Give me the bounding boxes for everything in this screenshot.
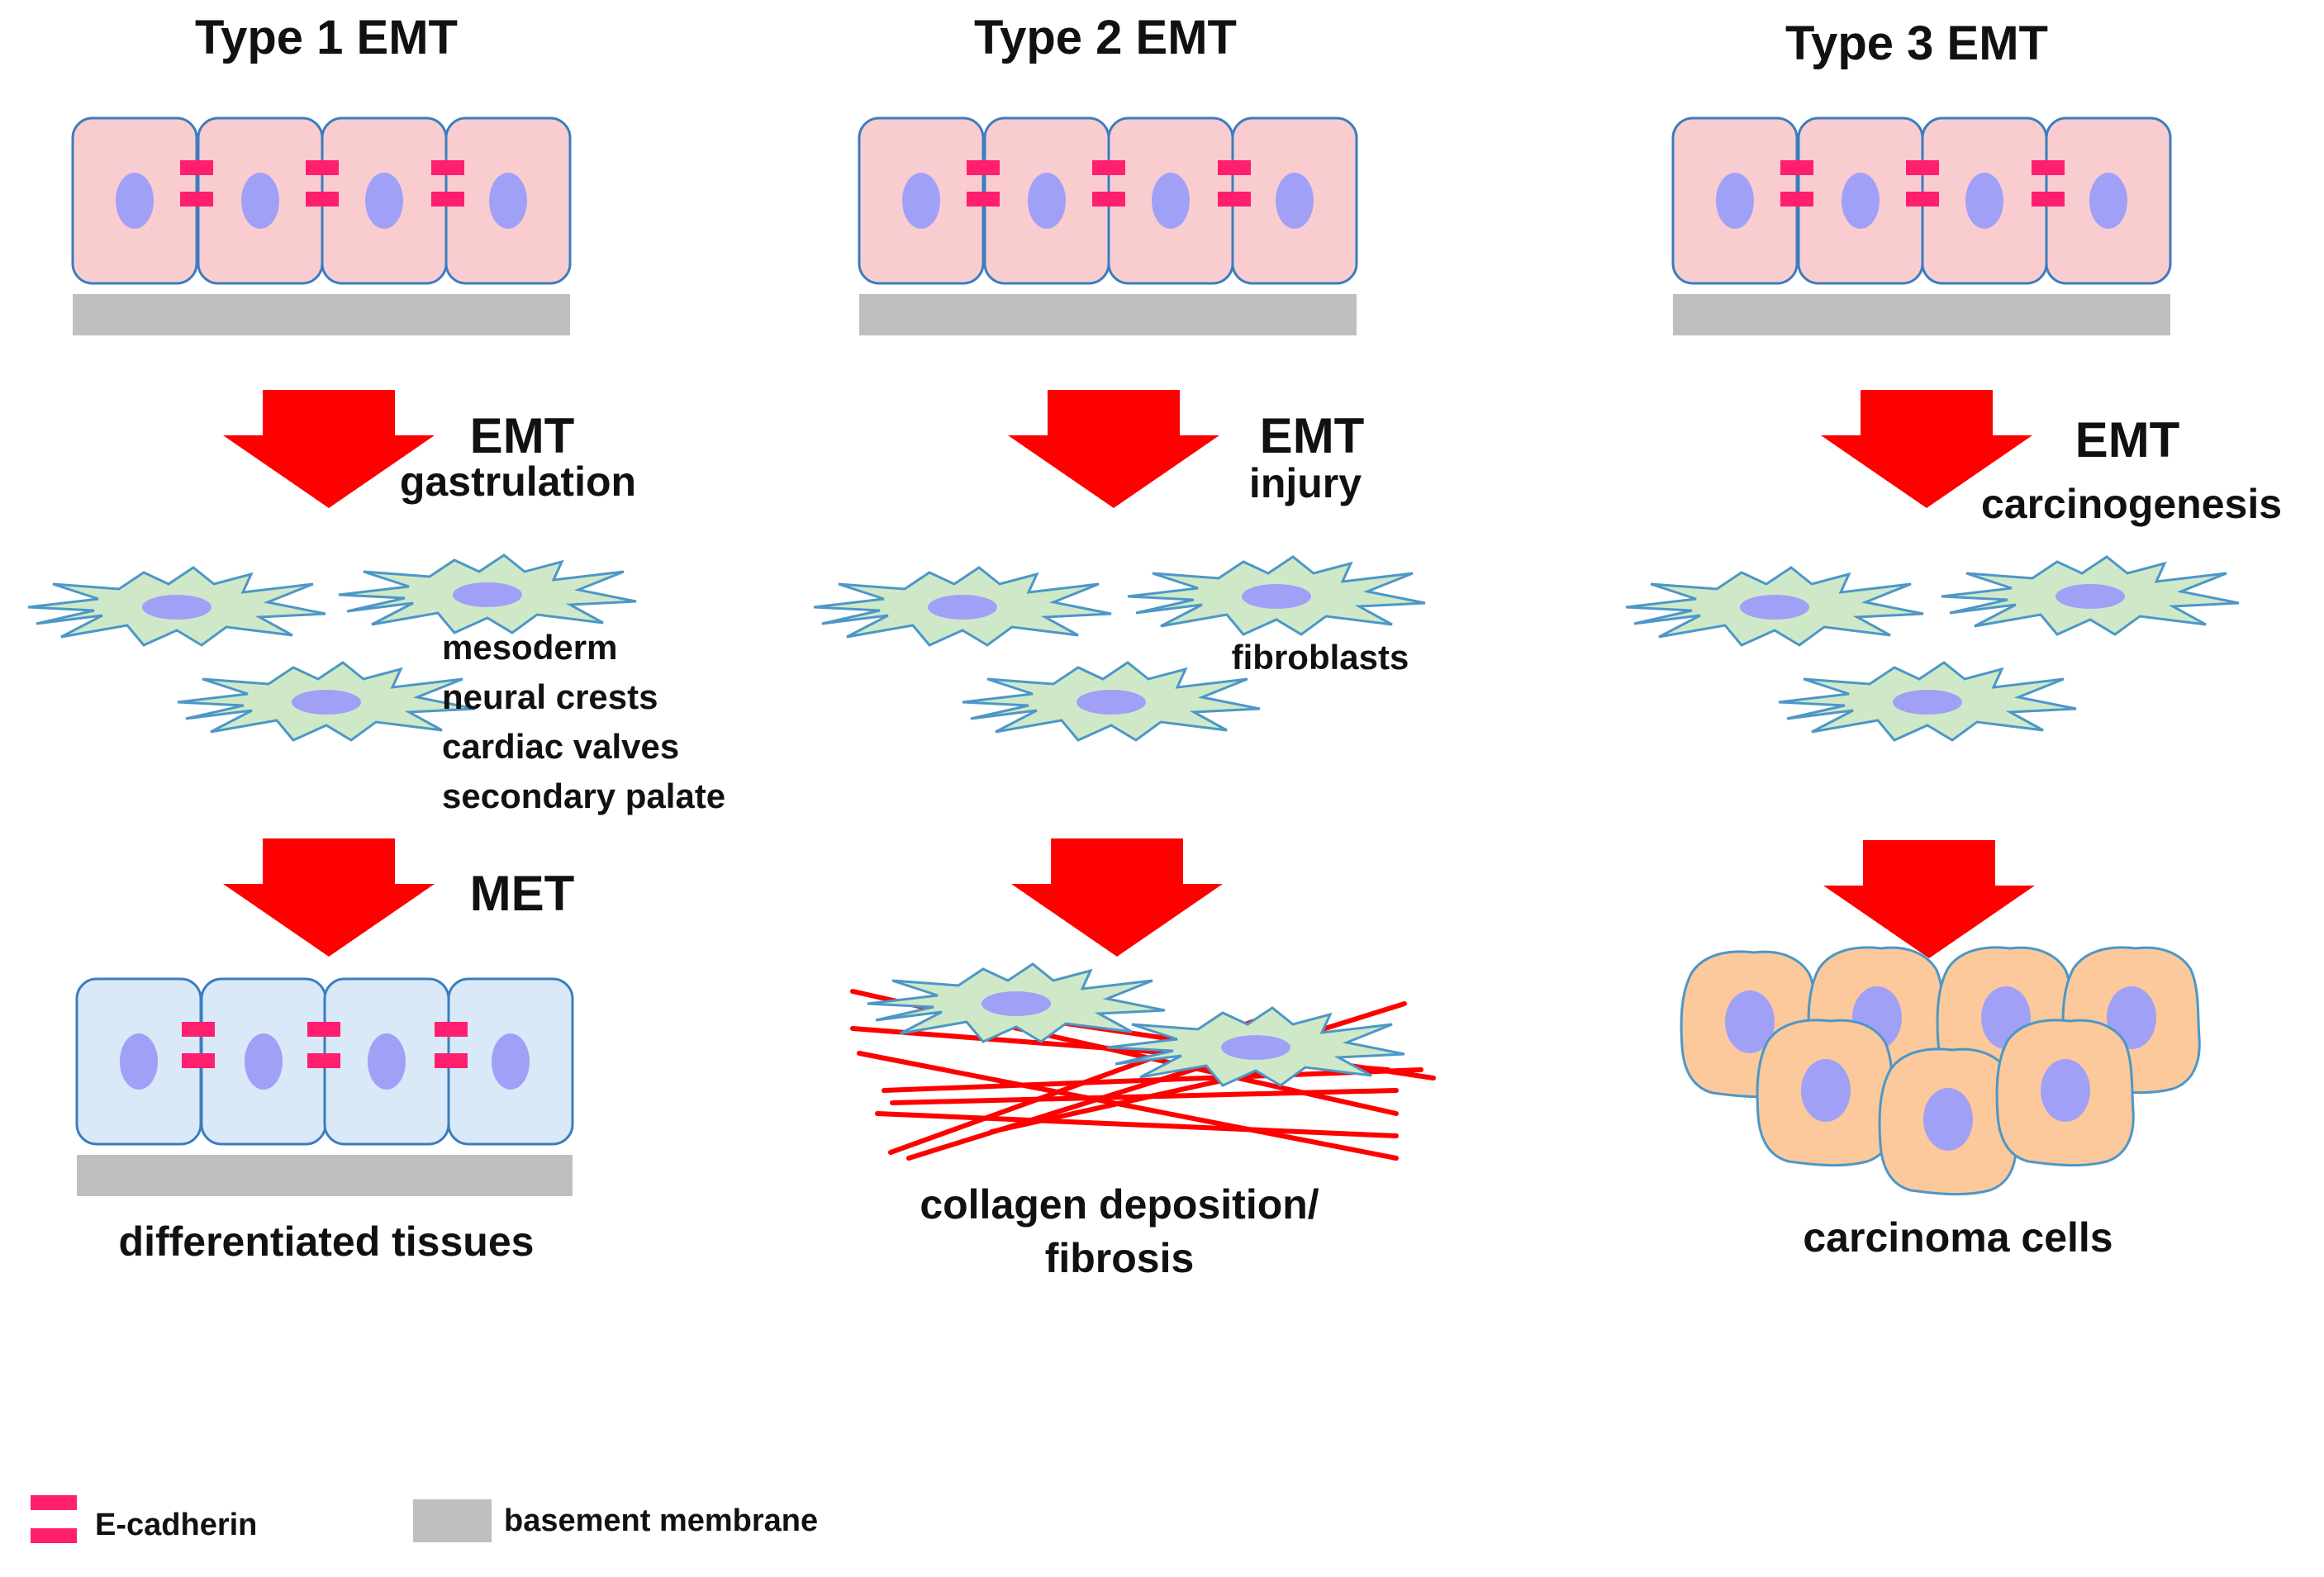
type2-mes-label: fibroblasts [1232, 638, 1409, 677]
type2-emt-label: EMT [1260, 408, 1365, 463]
type1-met-label: MET [470, 866, 575, 921]
type1-title: Type 1 EMT [195, 11, 458, 64]
type3-epithelium [1671, 116, 2172, 335]
ecadherin-legend-icon [31, 1495, 77, 1543]
type1-epithelium [71, 116, 572, 335]
type2-title: Type 2 EMT [974, 11, 1237, 64]
type1-outcome-label: differentiated tissues [119, 1218, 535, 1265]
type2-trigger-label: injury [1249, 460, 1362, 506]
ecadherin-legend-label: E-cadherin [95, 1508, 257, 1542]
basement-membrane-legend-label: basement membrane [504, 1503, 818, 1538]
type1-basement-membrane [73, 294, 570, 335]
type1-mes-label-3: cardiac valves [442, 727, 679, 766]
type1-differentiated-epithelium [75, 977, 574, 1196]
type2-outcome-label-2: fibrosis [1045, 1235, 1195, 1281]
type2-epithelium [858, 116, 1358, 335]
type1-diff-basement-membrane [77, 1155, 573, 1196]
type1-mes-label-2: neural crests [442, 677, 658, 716]
type3-second-arrow [1823, 840, 2035, 958]
type3-emt-label: EMT [2075, 412, 2180, 468]
type1-emt-label: EMT [470, 408, 575, 463]
type3-trigger-label: carcinogenesis [1981, 481, 2282, 527]
type1-mes-label-1: mesoderm [442, 628, 617, 667]
type1-trigger-label: gastrulation [400, 458, 636, 505]
basement-membrane-legend-swatch [413, 1499, 492, 1542]
type1-met-arrow [223, 838, 435, 957]
legend: E-cadherin basement membrane [31, 1495, 818, 1543]
type2-emt-arrow [1008, 390, 1219, 508]
type3-mesenchymal-cells [1624, 555, 2241, 742]
type2-basement-membrane [859, 294, 1357, 335]
type3-title: Type 3 EMT [1785, 17, 2048, 70]
type3-basement-membrane [1673, 294, 2170, 335]
type2-fibroblasts [866, 962, 1406, 1087]
type2-second-arrow [1011, 838, 1223, 957]
type3-outcome-label: carcinoma cells [1803, 1214, 2113, 1261]
type1-mes-label-4: secondary palate [442, 777, 725, 815]
type3-carcinoma-cells [1680, 946, 2201, 1196]
type2-outcome-label-1: collagen deposition/ [920, 1181, 1319, 1228]
